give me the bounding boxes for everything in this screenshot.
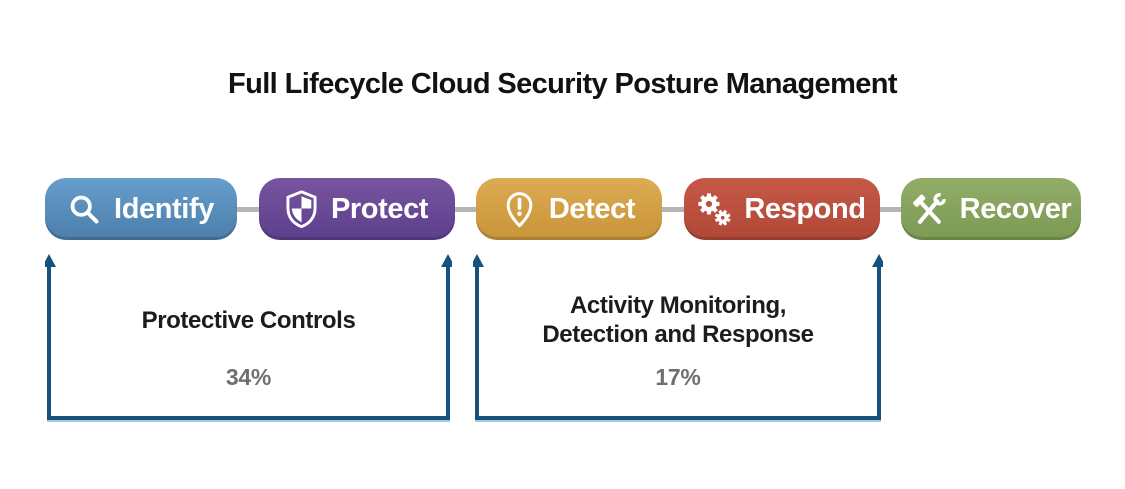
bracket-label-line: Protective Controls [141,307,356,334]
percent-protective-controls: 34% [225,364,272,390]
search-icon [68,193,101,226]
stage-label: Detect [548,192,636,225]
stage-connector [879,206,901,212]
lifecycle-stages-row: Identify Protect Detect [45,178,1081,240]
stage-label: Identify [114,192,214,225]
stage-pill-recover: Recover [901,178,1081,240]
bracket-label-protective-controls: Protective Controls [45,306,452,335]
stage-pill-respond: Respond [683,178,880,240]
pin-alert-icon [503,190,536,228]
shield-icon [285,190,318,228]
stage-connector [237,206,259,212]
bracket-label-line: Activity Monitoring, [570,292,786,319]
stage-connector [454,206,476,212]
bracket-label-line: Detection and Response [542,321,814,348]
gears-icon [697,192,732,226]
stage-label: Respond [744,192,866,225]
stage-label: Recover [959,192,1072,225]
stage-pill-detect: Detect [476,178,662,240]
stage-pill-protect: Protect [258,178,455,240]
stage-connector [662,206,684,212]
percent-activity-monitoring: 17% [655,364,701,390]
stage-pill-identify: Identify [45,178,237,240]
bracket-label-activity-monitoring: Activity Monitoring, Detection and Respo… [473,291,883,349]
bracket-activity-monitoring [473,254,883,424]
bracket-protective-controls [45,254,452,424]
tools-icon [911,192,947,226]
stage-label: Protect [330,192,429,225]
page-title: Full Lifecycle Cloud Security Posture Ma… [228,68,898,100]
